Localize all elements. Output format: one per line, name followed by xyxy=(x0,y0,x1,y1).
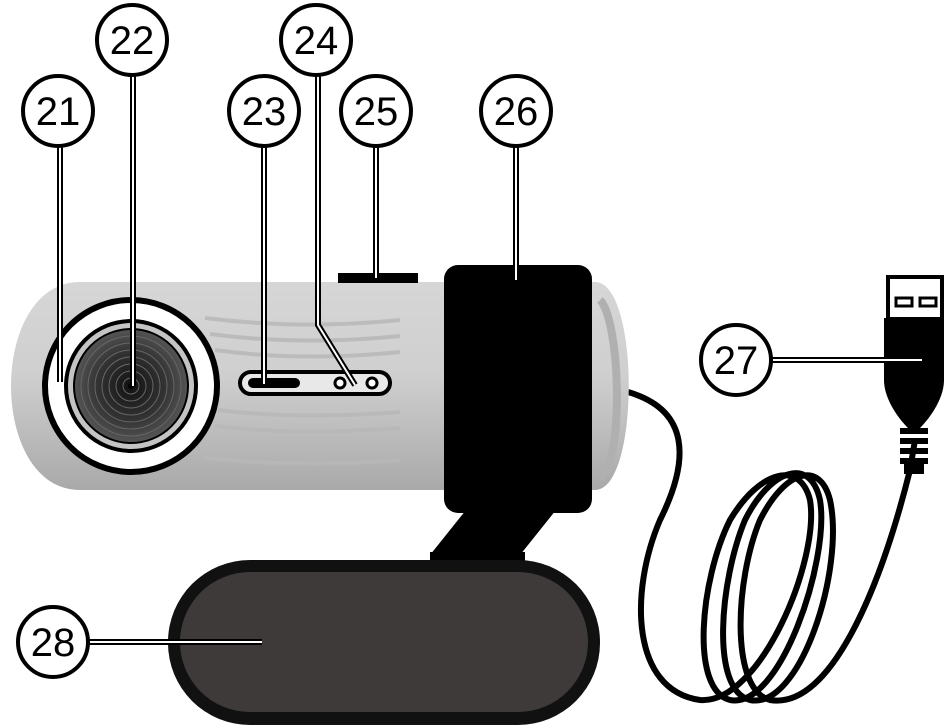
callout-label: 22 xyxy=(110,19,155,63)
callout-label: 28 xyxy=(31,621,76,665)
callout-23: 23 xyxy=(227,74,301,148)
callout-26: 26 xyxy=(479,74,553,148)
callout-label: 23 xyxy=(242,90,287,134)
callout-label: 27 xyxy=(714,339,759,383)
webcam-base xyxy=(168,505,600,725)
callout-25: 25 xyxy=(339,74,413,148)
callout-label: 24 xyxy=(294,19,339,63)
led-icon xyxy=(333,376,347,390)
microphone-slot xyxy=(248,378,300,388)
webcam-clip xyxy=(444,265,592,513)
callout-24: 24 xyxy=(279,3,353,77)
callout-28: 28 xyxy=(16,605,90,679)
usb-cable xyxy=(627,389,918,704)
led-icon xyxy=(365,376,379,390)
callout-27: 27 xyxy=(699,323,773,397)
usb-plug xyxy=(884,275,944,474)
leader-lines xyxy=(57,75,922,645)
callout-label: 25 xyxy=(354,90,399,134)
callout-22: 22 xyxy=(95,3,169,77)
callout-label: 21 xyxy=(36,90,81,134)
callout-label: 26 xyxy=(494,90,539,134)
callout-21: 21 xyxy=(21,74,95,148)
